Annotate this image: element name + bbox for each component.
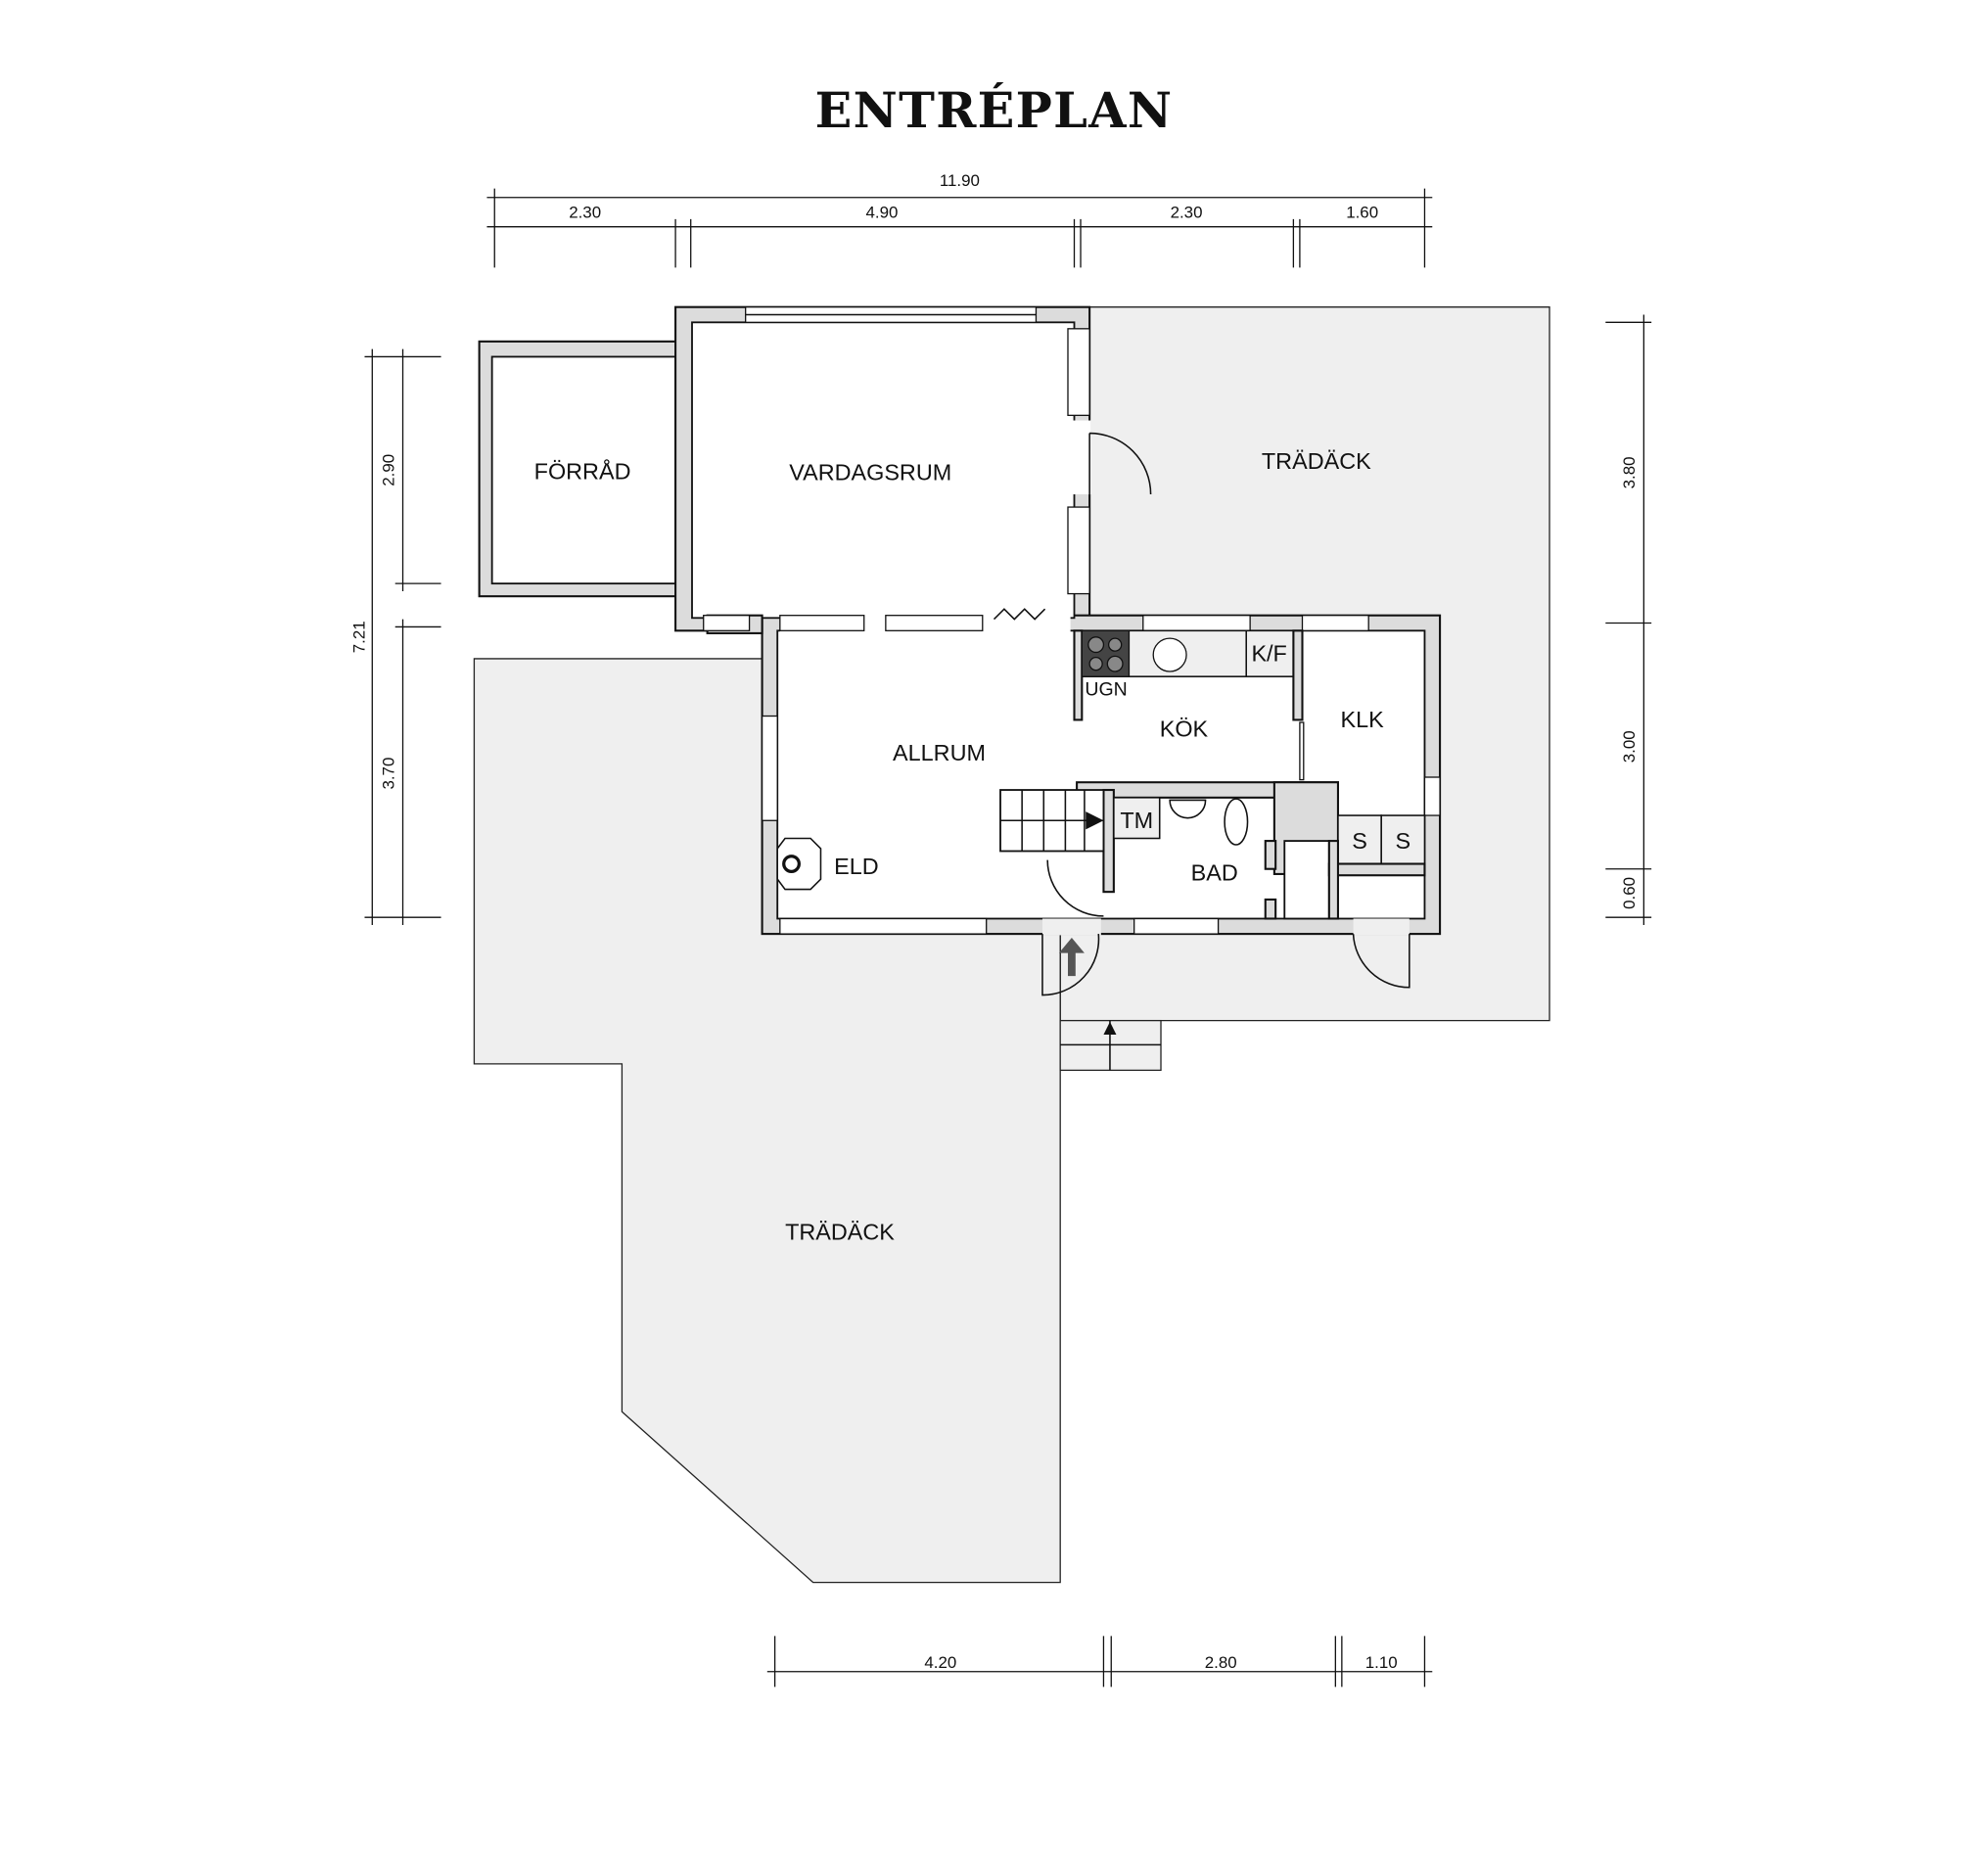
label-s1: S [1352, 828, 1367, 854]
dim-left: 3.70 [379, 758, 397, 790]
fireplace-icon [776, 837, 822, 891]
dim-bottom: 2.80 [1205, 1653, 1237, 1672]
stair-arrow-icon [1086, 811, 1104, 830]
stove-icon [1081, 629, 1131, 677]
room-forrad: FÖRRÅD [534, 457, 631, 484]
dim-top: 1.60 [1346, 204, 1378, 222]
forrad-room [490, 355, 676, 585]
vardagsrum-room [691, 321, 1076, 620]
room-allrum: ALLRUM [893, 740, 986, 765]
dim-right: 3.00 [1620, 730, 1639, 763]
dim-top: 2.30 [569, 204, 601, 222]
room-eld: ELD [834, 854, 879, 879]
windows [703, 306, 1441, 935]
dimension-lines: 11.90 2.30 4.90 2.30 1.60 7.21 2.90 3.70… [349, 171, 1652, 1688]
step-arrow-icon [1103, 1021, 1117, 1035]
fixture-tm: TM [1120, 808, 1153, 833]
washbasin-icon [1169, 799, 1207, 819]
dim-bottom: 1.10 [1365, 1653, 1398, 1672]
entry-door[interactable] [1041, 859, 1104, 996]
room-bad: BAD [1191, 859, 1238, 885]
dim-bottom: 4.20 [924, 1653, 956, 1672]
entry-steps [1059, 1019, 1162, 1072]
dim-left-total: 7.21 [349, 621, 368, 653]
dim-right: 0.60 [1620, 877, 1639, 909]
room-klk: KLK [1341, 707, 1385, 732]
dim-top: 2.30 [1171, 204, 1203, 222]
door-klk[interactable] [1299, 721, 1305, 781]
dim-right: 3.80 [1620, 456, 1639, 488]
dim-top-total: 11.90 [940, 171, 980, 190]
door-closet[interactable] [1352, 934, 1410, 989]
dim-left: 2.90 [379, 454, 397, 486]
fixture-kf: K/F [1251, 641, 1286, 667]
sink-icon [1152, 637, 1187, 672]
door-vardagsrum[interactable] [1088, 432, 1152, 495]
fixture-ugn: UGN [1085, 679, 1127, 701]
klk-wall [1292, 629, 1304, 721]
label-s2: S [1396, 828, 1411, 854]
dim-top: 4.90 [866, 204, 899, 222]
room-tradack-upper: TRÄDÄCK [1262, 448, 1371, 474]
room-vardagsrum: VARDAGSRUM [789, 460, 951, 486]
entry-arrow-icon [1058, 938, 1085, 977]
tm-box [1113, 797, 1161, 840]
toilet-icon [1224, 798, 1249, 846]
room-kok: KÖK [1160, 716, 1209, 741]
stairs[interactable] [999, 789, 1105, 853]
plan-title: ENTRÉPLAN [815, 81, 1174, 139]
room-tradack-lower: TRÄDÄCK [785, 1220, 895, 1245]
